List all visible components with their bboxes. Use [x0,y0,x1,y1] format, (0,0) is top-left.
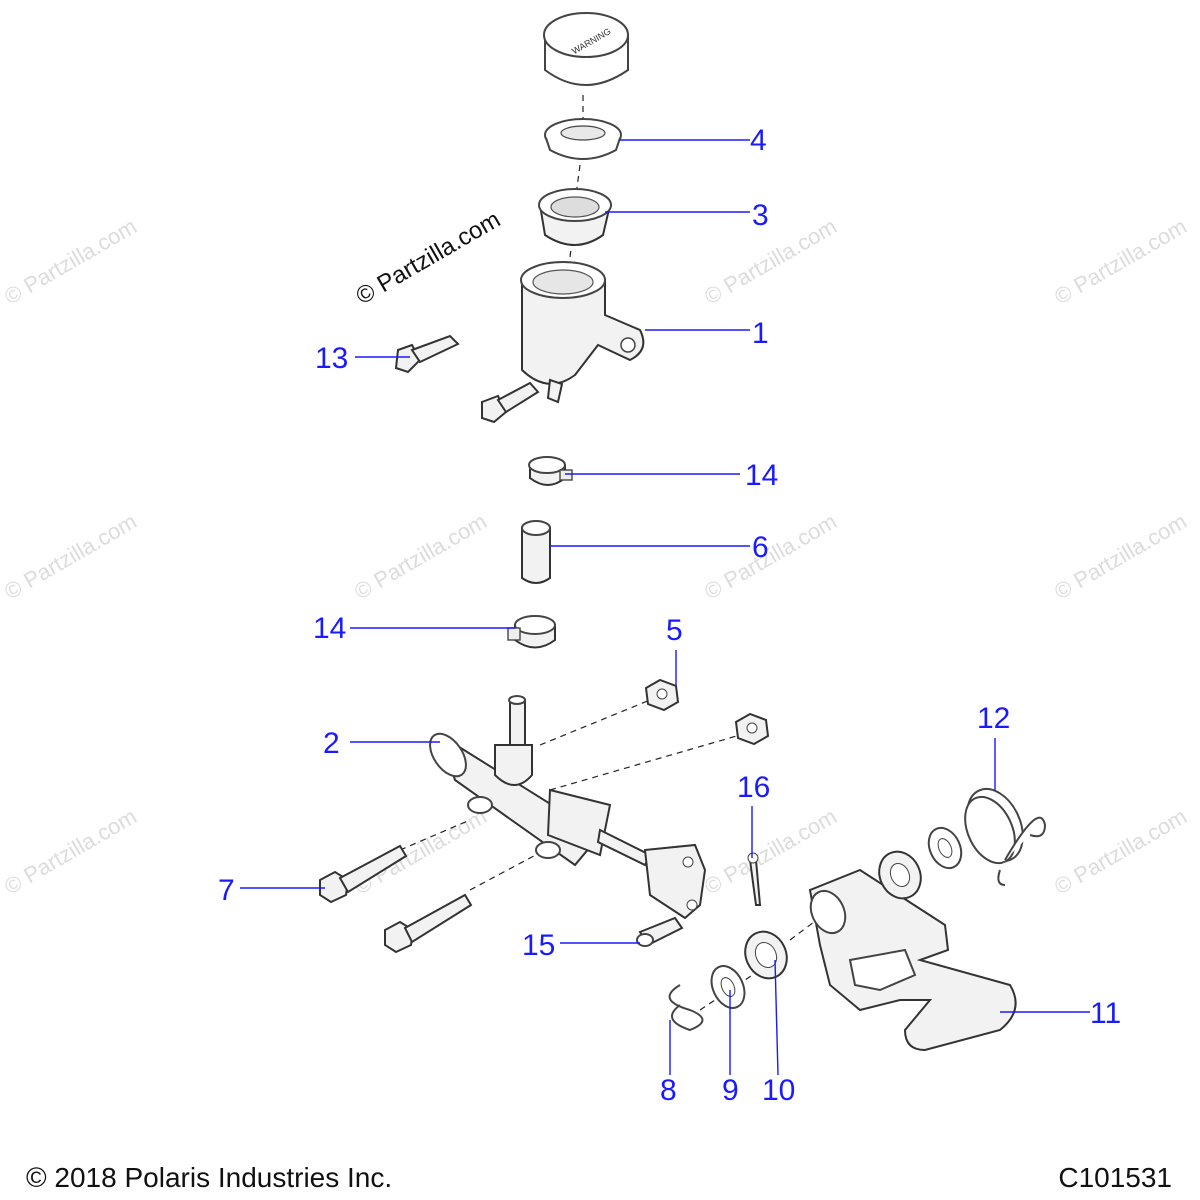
hose-clamp-upper [528,456,573,486]
reservoir-body [520,261,645,404]
drawing-code: C101531 [1058,1162,1172,1193]
bushing [744,930,788,980]
callout-10: 10 [762,1074,795,1107]
callout-14-lower: 14 [313,612,346,645]
hose [521,520,551,584]
callout-11: 11 [1090,997,1121,1030]
callout-14-upper: 14 [745,459,778,492]
watermark-main: © Partzilla.com [352,206,506,310]
watermark: © Partzilla.com [1050,804,1191,900]
watermark: © Partzilla.com [700,804,841,900]
callout-2: 2 [323,727,340,760]
hose-clamp-lower [507,615,556,649]
reservoir-cap: WARNING [543,12,629,86]
bolts [319,844,473,954]
callout-labels: 4 3 1 13 14 6 14 5 2 16 12 7 15 11 8 9 1… [218,124,1121,1107]
clevis [643,843,707,920]
callout-3: 3 [752,199,769,232]
callout-13: 13 [315,342,348,375]
callout-16: 16 [737,771,770,804]
callout-7: 7 [218,874,235,907]
watermark: © Partzilla.com [700,509,841,605]
watermark: © Partzilla.com [350,804,491,900]
watermark: © Partzilla.com [350,509,491,605]
hair-clip [668,984,704,1032]
callout-8: 8 [660,1074,677,1107]
watermark: © Partzilla.com [0,804,141,900]
watermark: © Partzilla.com [0,509,141,605]
callout-15: 15 [522,929,555,962]
callout-1: 1 [752,317,769,350]
pivot-bushings [878,826,963,900]
callout-5: 5 [666,614,683,647]
nuts [644,678,770,746]
diaphragm [544,118,622,160]
clevis-pin [636,916,684,947]
cotter-pin [747,852,762,906]
reservoir-bolts [394,334,540,424]
washer [710,965,746,1009]
watermark: © Partzilla.com [1050,214,1191,310]
diaphragm-plate [538,188,612,246]
callout-12: 12 [977,702,1010,735]
copyright-text: © 2018 Polaris Industries Inc. [26,1162,393,1193]
return-spring [964,787,1047,886]
brake-pedal [808,868,1017,1052]
watermark: © Partzilla.com [0,214,141,310]
watermark: © Partzilla.com [700,214,841,310]
watermark: © Partzilla.com [1050,509,1191,605]
callout-leaders [240,139,1090,1076]
callout-4: 4 [750,124,767,157]
callout-9: 9 [722,1074,739,1107]
master-cylinder [429,695,652,867]
callout-6: 6 [752,531,769,564]
